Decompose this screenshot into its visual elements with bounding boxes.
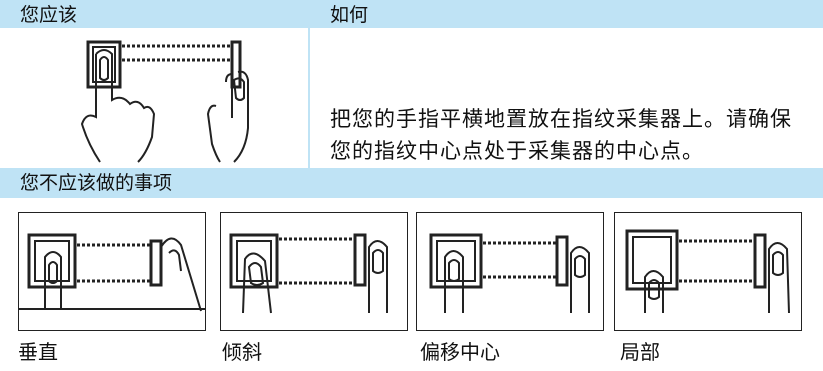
header-band: 您应该 如何 bbox=[0, 0, 823, 28]
donts-band: 您不应该做的事项 bbox=[0, 168, 823, 198]
dont-label-tilted: 倾斜 bbox=[222, 340, 262, 364]
correct-placement-illustration bbox=[60, 32, 260, 167]
column-header-how: 如何 bbox=[330, 4, 369, 26]
dont-panel-tilted bbox=[220, 212, 408, 331]
dont-panel-off-center bbox=[416, 212, 604, 331]
donts-title: 您不应该做的事项 bbox=[20, 172, 173, 194]
finger-placement-icon bbox=[80, 40, 249, 163]
finger-off-center-icon bbox=[429, 233, 590, 313]
dont-label-vertical: 垂直 bbox=[18, 340, 58, 364]
dont-label-partial: 局部 bbox=[620, 340, 660, 364]
dont-panel-partial bbox=[614, 212, 802, 331]
finger-tilted-icon bbox=[229, 233, 388, 314]
instruction-text: 把您的手指平横地置放在指纹采集器上。请确保您的指纹中心点处于采集器的中心点。 bbox=[330, 107, 792, 163]
dont-label-off-center: 偏移中心 bbox=[420, 340, 500, 364]
dont-panel-vertical bbox=[18, 212, 206, 331]
finger-partial-icon bbox=[625, 229, 790, 314]
column-divider bbox=[308, 28, 310, 168]
column-header-should: 您应该 bbox=[20, 4, 78, 26]
finger-vertical-icon bbox=[19, 233, 205, 312]
